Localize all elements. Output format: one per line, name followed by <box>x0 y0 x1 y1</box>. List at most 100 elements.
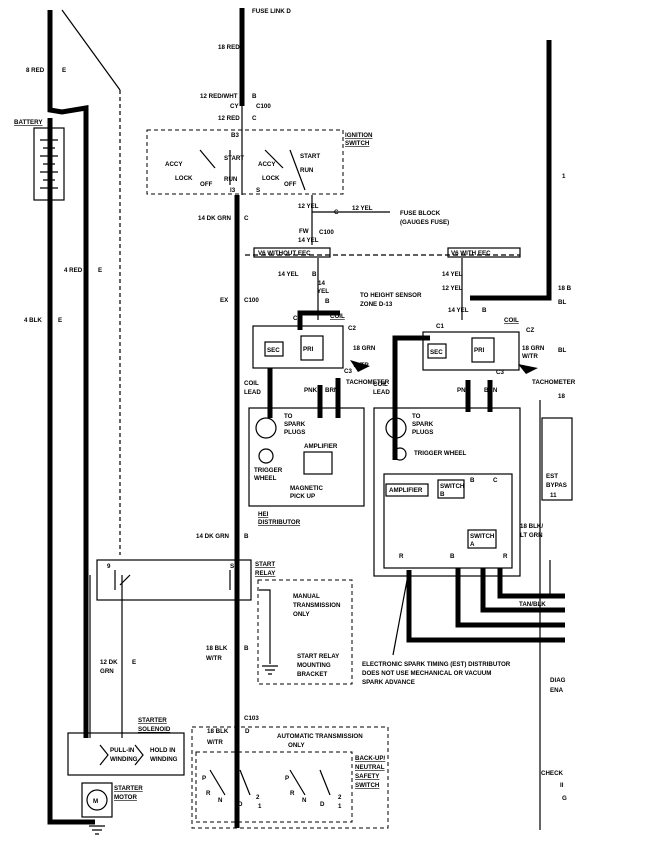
hei2-label: DISTRIBUTOR <box>258 519 301 526</box>
hei1-label: HEI <box>258 511 269 518</box>
est-bypass-box <box>541 417 573 501</box>
v6-without-eec-label: V6 WITHOUT EEC <box>258 250 311 257</box>
tachometer2-label: TACHOMETER <box>532 379 576 386</box>
w12redwht-label: 12 RED/WHT <box>200 93 238 100</box>
est-note-2: DOES NOT USE MECHANICAL OR VACUUM <box>362 670 491 677</box>
ltgrn-label: LT GRN <box>520 532 543 539</box>
automatic-transmission: AUTOMATIC TRANSMISSION ONLY BACK-UP/ NEU… <box>191 726 389 829</box>
motor-m-label: M <box>93 798 98 805</box>
v6-without-eec: V6 WITHOUT EEC 14 YEL B 14 YEL B TO HEIG… <box>244 247 422 526</box>
b-label: B <box>450 553 455 560</box>
coil-feed-2 <box>392 335 430 460</box>
to-spark1b: SPARK <box>284 421 306 428</box>
coil2-label: COIL <box>504 317 519 324</box>
ena-label: ENA <box>550 687 564 694</box>
starter-motor-2: MOTOR <box>114 794 137 801</box>
d2-label: D <box>238 801 243 808</box>
w18b-label: 18 B <box>558 285 572 292</box>
pri2-box <box>471 337 495 363</box>
hold-in-2: WINDING <box>150 756 178 763</box>
e4-label: E <box>132 659 136 666</box>
wtr3-label: W/TR <box>206 655 222 662</box>
w14yel2-label: 14 YEL <box>278 271 299 278</box>
solenoid-windings <box>99 744 144 766</box>
r2-label: R <box>290 790 295 797</box>
c-label: C <box>493 477 498 484</box>
hold-in-1: HOLD IN <box>150 747 176 754</box>
w18red-label: 18 RED <box>218 44 240 51</box>
r1-label: R <box>206 790 211 797</box>
w18-label: 18 <box>558 393 565 400</box>
v6-with-eec-label: V6 WITH EEC <box>451 250 491 257</box>
w12dk-label: 12 DK <box>100 659 118 666</box>
cy-label: CY <box>230 103 239 110</box>
s-label: S <box>256 187 260 194</box>
check-label: CHECK <box>541 770 564 777</box>
b4-label: B <box>325 298 330 305</box>
start-relay-box <box>96 559 252 601</box>
backup-2: NEUTRAL <box>355 764 385 771</box>
eec-bus-3 <box>480 568 565 613</box>
w18grn-label: 18 GRN <box>353 345 376 352</box>
auto-trans-2: ONLY <box>288 742 305 749</box>
lock-label: LOCK <box>175 175 193 182</box>
sec2-label: SEC <box>430 349 443 356</box>
yel-label: YEL <box>317 288 329 295</box>
b2-label: B <box>312 271 317 278</box>
w14yel3-label: 14 YEL <box>442 271 463 278</box>
off-label: OFF <box>200 181 213 188</box>
tach2-arrow <box>518 364 538 374</box>
to-spark2a: TO <box>412 413 421 420</box>
manual3: ONLY <box>293 611 310 618</box>
c1a-label: C1 <box>293 315 301 322</box>
n2-label: N <box>302 797 307 804</box>
c3a-label: C3 <box>344 368 352 375</box>
eec-bus-2 <box>455 568 565 628</box>
right-feed <box>470 40 552 301</box>
switch-b2: B <box>440 491 445 498</box>
solenoid-box <box>67 732 185 776</box>
ex-label: EX <box>220 297 229 304</box>
tachometer1-label: TACHOMETER <box>346 379 390 386</box>
eec-pnk-brn <box>465 380 493 412</box>
eec-bus-4 <box>497 568 565 599</box>
est-note-3: SPARK ADVANCE <box>362 679 415 686</box>
w18grn2-label: 18 GRN <box>522 345 545 352</box>
switch-b1: SWITCH <box>440 483 465 490</box>
motor-symbol <box>86 789 108 811</box>
to-spark2c: PLUGS <box>412 429 433 436</box>
start-relay-2: RELAY <box>255 570 276 577</box>
starter-solenoid: STARTER SOLENOID PULL-IN WINDING HOLD IN… <box>67 717 185 776</box>
c100a-label: C100 <box>256 103 271 110</box>
starter-sol-2: SOLENOID <box>138 726 171 733</box>
d1-label: D <box>245 728 250 735</box>
l1-label: 1 <box>562 173 566 180</box>
ii-label: II <box>560 782 564 789</box>
r-label: R <box>399 553 404 560</box>
ground-symbol <box>262 665 278 675</box>
hei-distributor-box <box>248 407 365 507</box>
coil-lead2b: LEAD <box>373 389 390 396</box>
e1-label: E <box>62 67 66 74</box>
battery-body <box>33 127 65 201</box>
b1-label: B <box>252 93 257 100</box>
bl2-label: BL <box>558 347 566 354</box>
spark-plug-cap-2 <box>385 417 407 439</box>
b7-label: B <box>244 645 249 652</box>
n9-label: 9 <box>107 563 111 570</box>
auto-trans-box <box>191 726 389 829</box>
tanblk-label: TAN/BLK <box>519 601 546 608</box>
battery-label: BATTERY <box>14 119 43 126</box>
b5-label: B <box>482 307 487 314</box>
pull-in-1: PULL-IN <box>110 747 135 754</box>
brn1-label: BRN <box>325 387 339 394</box>
auto-trans-1: AUTOMATIC TRANSMISSION <box>277 733 363 740</box>
fuse-link-d-label: FUSE LINK D <box>252 8 291 15</box>
motor-ground <box>89 825 105 835</box>
backup-1: BACK-UP/ <box>355 755 386 762</box>
switch-a2: A <box>470 541 475 548</box>
amplifier1-box <box>303 451 333 475</box>
right-edge: 18 B BL BL 1 EST BYPAS 11 18 18 BLK/ LT … <box>519 173 573 802</box>
grn-label: GRN <box>100 668 114 675</box>
w14dkgrn-label: 14 DK GRN <box>198 215 232 222</box>
